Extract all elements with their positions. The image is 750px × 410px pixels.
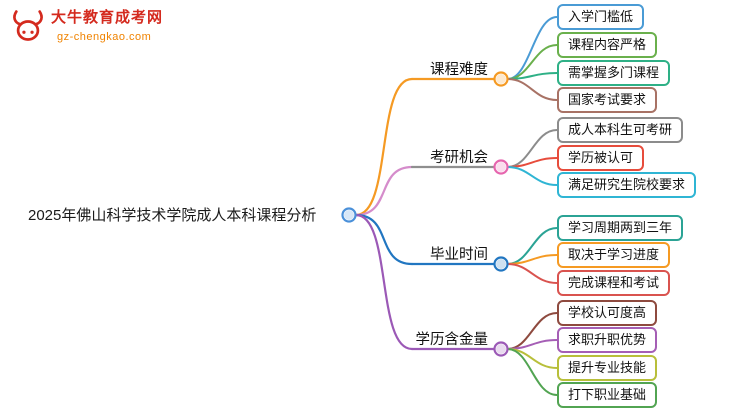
connector-line <box>506 166 558 186</box>
child-topic[interactable]: 求职升职优势 <box>557 327 658 353</box>
branch-topic[interactable]: 考研机会 <box>430 150 488 166</box>
connector-line <box>506 16 558 80</box>
child-topic[interactable]: 入学门槛低 <box>557 4 645 30</box>
root-collapse-handle[interactable] <box>341 207 357 223</box>
branch-topic[interactable]: 毕业时间 <box>430 247 488 263</box>
child-topic[interactable]: 学校认可度高 <box>557 300 658 326</box>
connector-line <box>506 263 558 284</box>
branch-collapse-handle[interactable] <box>493 341 509 357</box>
child-topic[interactable]: 成人本科生可考研 <box>557 117 684 143</box>
child-topic[interactable]: 提升专业技能 <box>557 355 658 381</box>
connector-line <box>354 213 414 351</box>
branch-topic[interactable]: 学历含金量 <box>415 332 489 348</box>
bull-logo-icon <box>13 10 43 41</box>
logo-text: 大牛教育成考网 gz-chengkao.com <box>51 8 163 44</box>
child-topic[interactable]: 学习周期两到三年 <box>557 215 684 241</box>
child-topic[interactable]: 取决于学习进度 <box>557 242 671 268</box>
logo-subtitle: gz-chengkao.com <box>57 31 152 43</box>
connector-line <box>506 339 558 350</box>
root-topic[interactable]: 2025年佛山科学技术学院成人本科课程分析 <box>28 207 317 224</box>
child-topic[interactable]: 国家考试要求 <box>557 87 658 113</box>
site-logo[interactable]: 大牛教育成考网 gz-chengkao.com <box>10 8 163 44</box>
connector-line <box>506 348 558 396</box>
branch-topic[interactable]: 课程难度 <box>430 62 488 78</box>
child-topic[interactable]: 完成课程和考试 <box>557 270 671 296</box>
child-topic[interactable]: 满足研究生院校要求 <box>557 172 697 198</box>
child-topic[interactable]: 需掌握多门课程 <box>557 60 671 86</box>
connector-line <box>354 77 414 217</box>
connector-line <box>506 78 558 101</box>
child-topic[interactable]: 课程内容严格 <box>557 32 658 58</box>
connector-line <box>354 165 414 217</box>
child-topic[interactable]: 打下职业基础 <box>557 382 658 408</box>
child-topic[interactable]: 学历被认可 <box>557 145 645 171</box>
connector-line <box>506 157 558 168</box>
branch-collapse-handle[interactable] <box>493 159 509 175</box>
branch-collapse-handle[interactable] <box>493 256 509 272</box>
logo-title: 大牛教育成考网 <box>51 9 164 26</box>
branch-collapse-handle[interactable] <box>493 71 509 87</box>
connector-line <box>506 254 558 265</box>
connector-line <box>354 213 414 266</box>
